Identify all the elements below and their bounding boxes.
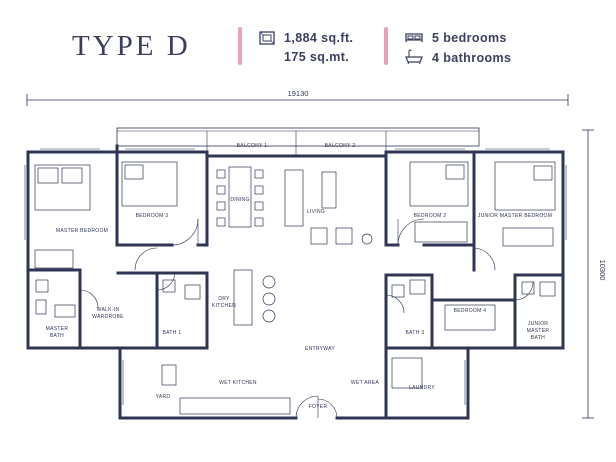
- room-label-laundry: LAUNDRY: [409, 385, 435, 391]
- depth-dimension: [582, 129, 594, 419]
- room-label-bath-1: BATH 1: [163, 330, 182, 336]
- area-sqm: 175 sq.mt.: [284, 50, 350, 64]
- room-label-wardrobe: WARDROBE: [92, 314, 124, 320]
- area-sqft: 1,884 sq.ft.: [284, 31, 354, 45]
- room-label-dry-kitchen-2: KITCHEN: [212, 303, 236, 309]
- windows: [24, 148, 567, 405]
- room-label-bath-3: BATH 3: [406, 330, 425, 336]
- bed-icon: [405, 33, 423, 42]
- room-label-wet-area: WET AREA: [351, 380, 380, 386]
- accent-divider: [384, 27, 388, 65]
- width-dimension: [26, 94, 569, 106]
- accent-divider: [238, 27, 242, 65]
- room-label-master-bath-2: BATH: [50, 333, 64, 339]
- balcony-railing: [116, 127, 480, 156]
- room-label-yard: YARD: [156, 394, 171, 400]
- room-label-dining: DINING: [230, 197, 249, 203]
- furniture: [34, 161, 556, 415]
- room-label-dry-kitchen: DRY: [218, 296, 230, 302]
- room-label-balcony-1: BALCONY 1: [237, 143, 268, 149]
- room-label-foyer: FOYER: [309, 404, 328, 410]
- bathroom-count: 4 bathrooms: [432, 51, 512, 65]
- area-icon: [259, 31, 275, 45]
- walls: [26, 144, 565, 420]
- room-label-entryway: ENTRYWAY: [305, 346, 335, 352]
- depth-dimension-label: 10300: [598, 260, 607, 281]
- room-label-wet-kitchen: WET KITCHEN: [219, 380, 257, 386]
- room-label-bedroom-4: BEDROOM 4: [454, 308, 487, 314]
- room-label-bedroom-3: BEDROOM 3: [136, 213, 169, 219]
- bath-icon: [405, 49, 423, 64]
- room-label-walk-in: WALK-IN: [97, 307, 120, 313]
- room-label-junior-master-bath-2: MASTER: [527, 328, 550, 334]
- room-label-junior-master-bath-3: BATH: [531, 335, 545, 341]
- room-label-balcony-2: BALCONY 2: [325, 143, 356, 149]
- room-label-master-bedroom: MASTER BEDROOM: [56, 228, 108, 234]
- bedroom-count: 5 bedrooms: [432, 31, 507, 45]
- doors: [79, 218, 534, 419]
- room-label-junior-master-bedroom: JUNIOR MASTER BEDROOM: [478, 213, 552, 219]
- plan-title: TYPE D: [72, 30, 191, 62]
- room-label-bedroom-2: BEDROOM 2: [414, 213, 447, 219]
- room-label-living: LIVING: [307, 209, 325, 215]
- room-label-master-bath: MASTER: [46, 326, 69, 332]
- width-dimension-label: 19130: [288, 89, 309, 98]
- room-label-junior-master-bath: JUNIOR: [528, 321, 548, 327]
